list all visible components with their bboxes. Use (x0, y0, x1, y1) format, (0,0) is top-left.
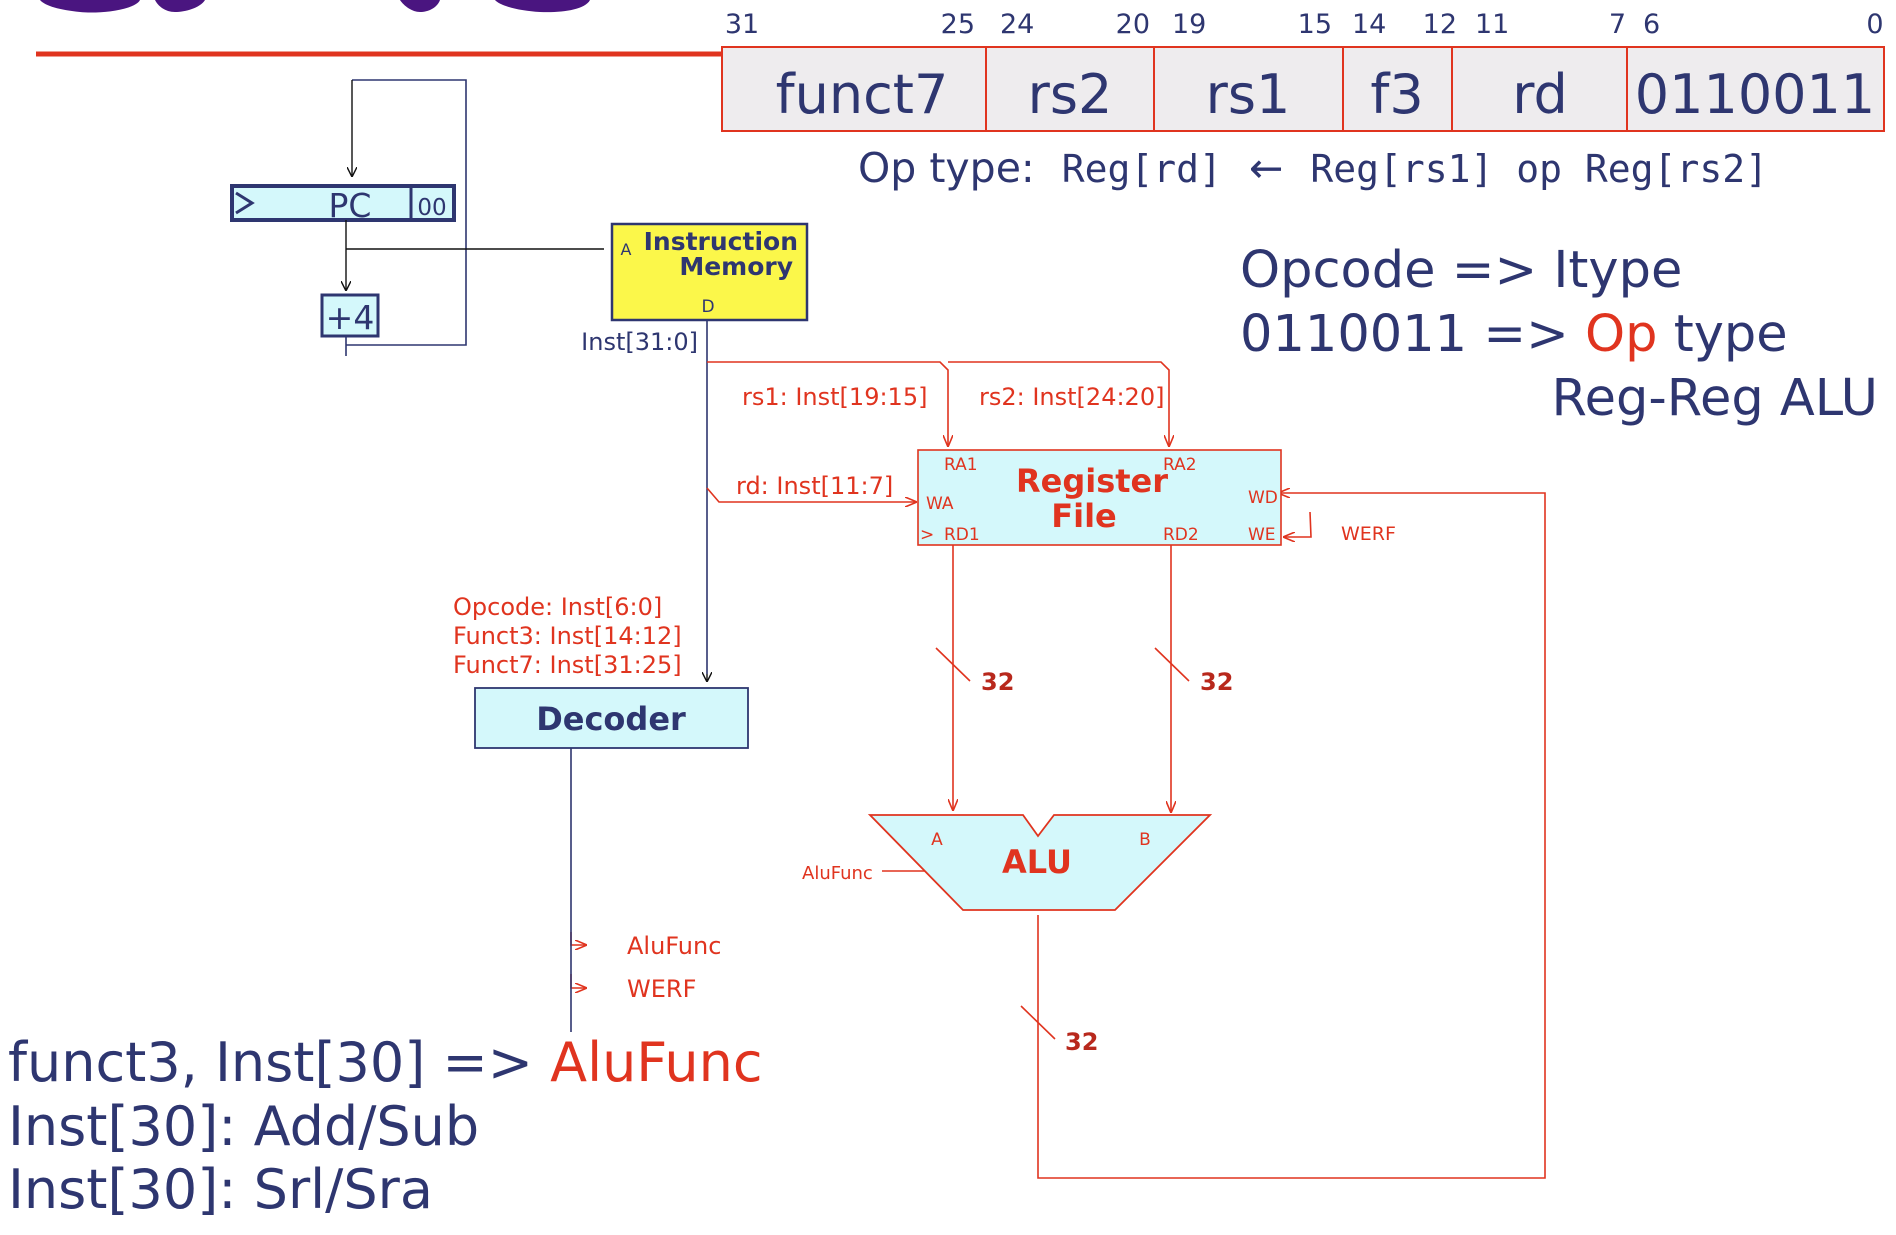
field-rs1: rs1 (1206, 63, 1291, 126)
imem-title-2: Memory (679, 252, 793, 281)
note-line-3: Reg-Reg ALU (1552, 369, 1879, 428)
bit-number-label: 25 (941, 9, 975, 40)
inst-bus-label: Inst[31:0] (581, 328, 698, 356)
alu-port-b: B (1139, 830, 1151, 850)
imem-port-a: A (621, 240, 632, 259)
bus-slash-rd2 (1154, 647, 1190, 682)
imem-title-1: Instruction (644, 227, 798, 256)
port-rd2: RD2 (1163, 525, 1199, 545)
decoder-title: Decoder (536, 700, 686, 738)
regfile-wiring (570, 361, 1546, 1179)
bit-number-label: 31 (725, 9, 759, 40)
register-file: Register File RA1 RA2 WA RD1 RD2 WD WE > (917, 449, 1282, 546)
werf-wire (1284, 511, 1312, 537)
note-line-2: 0110011 => Op type (1240, 305, 1788, 364)
opcode-notes: Opcode => Itype 0110011 => Op type Reg-R… (1240, 241, 1878, 428)
bus-slash-rd1 (935, 647, 971, 682)
bus-width-rd2: 32 (1200, 668, 1233, 696)
bit-number-label: 12 (1423, 9, 1457, 40)
bottom-note-1: funct3, Inst[30] => AluFunc (8, 1031, 763, 1094)
alufunc-notes: funct3, Inst[30] => AluFunc Inst[30]: Ad… (8, 1031, 763, 1221)
regfile-title-1: Register (1016, 462, 1168, 500)
port-ra2: RA2 (1163, 455, 1197, 475)
writeback-wire (1037, 493, 1546, 1179)
field-opcode: 0110011 (1635, 63, 1876, 126)
bottom-note-3: Inst[30]: Srl/Sra (8, 1158, 433, 1221)
decoder: Decoder (474, 687, 749, 1032)
bit-number-label: 6 (1643, 9, 1660, 40)
decoder-box (474, 687, 749, 749)
bus-width-rd1: 32 (981, 668, 1014, 696)
port-wa: WA (926, 494, 954, 514)
bit-number-label: 7 (1609, 9, 1626, 40)
bit-number-label: 15 (1298, 9, 1332, 40)
pc-loop-wire (346, 79, 467, 346)
plus4-adder (320, 293, 380, 338)
rs1-wire (707, 361, 948, 446)
slide-title-fragment (40, 0, 590, 13)
bit-number-label: 14 (1352, 9, 1386, 40)
bottom-note-2: Inst[30]: Add/Sub (8, 1095, 479, 1158)
decoder-in-opcode: Opcode: Inst[6:0] (453, 593, 662, 621)
pc-label: PC (329, 186, 372, 225)
alu-shape (867, 814, 1213, 911)
bit-number-label: 19 (1172, 9, 1206, 40)
op-type-label: Op type: Reg[rd] ← Reg[rs1] op Reg[rs2] (858, 144, 1768, 192)
rs2-wire (948, 361, 1169, 446)
field-rd: rd (1512, 63, 1568, 126)
field-rs2: rs2 (1028, 63, 1113, 126)
adder-label: +4 (326, 298, 375, 337)
bit-number-label: 24 (1000, 9, 1034, 40)
decoder-in-funct7: Funct7: Inst[31:25] (453, 651, 682, 679)
note-line-1: Opcode => Itype (1240, 241, 1682, 300)
rd-wire (706, 487, 916, 502)
instruction-word-box (721, 46, 1885, 132)
pc-logic: PC 00 +4 (230, 79, 604, 356)
decoder-out-alufunc: AluFunc (627, 932, 721, 960)
bit-number-label: 20 (1116, 9, 1150, 40)
alufunc-label: AluFunc (802, 863, 873, 884)
port-rd1: RD1 (944, 525, 980, 545)
port-wd: WD (1248, 488, 1278, 508)
imem-box (610, 222, 809, 322)
bit-number-label: 0 (1866, 9, 1883, 40)
alu: A B ALU (867, 814, 1213, 911)
alu-title: ALU (1002, 843, 1072, 881)
port-clk-icon: > (920, 525, 934, 545)
rs2-label: rs2: Inst[24:20] (979, 383, 1164, 411)
regfile-box (917, 449, 1282, 546)
port-ra1: RA1 (944, 455, 978, 475)
instruction-memory: A Instruction Memory D Inst[31:0] (581, 222, 809, 681)
decoder-in-funct3: Funct3: Inst[14:12] (453, 622, 682, 650)
werf-label: WERF (1341, 523, 1396, 545)
decoder-out-werf: WERF (627, 975, 696, 1003)
decoder-alufunc-out (570, 932, 586, 945)
field-funct7: funct7 (776, 63, 949, 126)
bus-slash-alu (1020, 1005, 1056, 1040)
rd-label: rd: Inst[11:7] (736, 472, 893, 500)
pc-suffix: 00 (417, 195, 446, 221)
regfile-title-2: File (1051, 497, 1117, 535)
alu-port-a: A (931, 830, 943, 850)
bit-number-label: 11 (1475, 9, 1509, 40)
decoder-werf-out (570, 974, 586, 988)
pc-register (230, 184, 456, 222)
bus-width-alu: 32 (1065, 1028, 1098, 1056)
clock-icon (235, 191, 255, 215)
rs1-label: rs1: Inst[19:15] (742, 383, 927, 411)
imem-port-d: D (701, 297, 714, 317)
field-funct3: f3 (1370, 63, 1423, 126)
port-we: WE (1248, 525, 1276, 545)
